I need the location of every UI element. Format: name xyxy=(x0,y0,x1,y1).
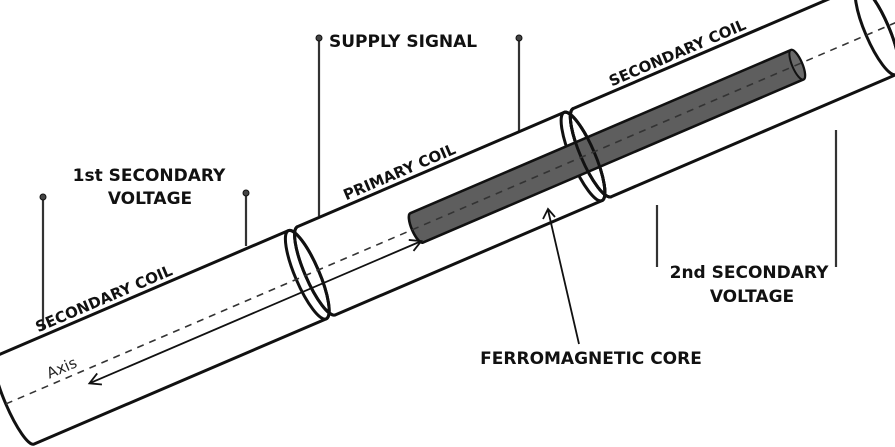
terminal-dot-supply-left xyxy=(315,34,323,42)
axis-arrow-left-shaft xyxy=(89,240,421,385)
second-secondary-voltage-label-line1: 2nd SECONDARY xyxy=(670,263,829,283)
primary-coil-label: PRIMARY COIL xyxy=(341,140,459,204)
first-secondary-voltage-label-line1: 1st SECONDARY xyxy=(73,166,226,186)
core-pointer-head xyxy=(542,207,556,220)
terminal-dot-supply-right xyxy=(515,34,523,42)
terminal-dot-first-secondary-right xyxy=(242,189,250,197)
second-secondary-voltage-label-line2: VOLTAGE xyxy=(710,287,794,307)
lead-wires xyxy=(39,34,838,330)
terminal-dot-first-secondary-left xyxy=(39,193,47,201)
axis-arrow-right-head xyxy=(408,239,423,252)
core-pointer xyxy=(542,207,580,345)
left-secondary-coil-label: SECONDARY COIL xyxy=(33,261,176,336)
first-secondary-voltage-label-line2: VOLTAGE xyxy=(108,189,192,209)
left-secondary-coil xyxy=(0,228,331,446)
axis-arrow-left-head xyxy=(87,372,103,386)
left-secondary-coil-body xyxy=(0,228,331,446)
supply-signal-label: SUPPLY SIGNAL xyxy=(329,32,477,52)
ferromagnetic-core-label: FERROMAGNETIC CORE xyxy=(480,349,702,369)
axis-arrows xyxy=(87,239,423,386)
axis-line xyxy=(5,21,895,405)
axis-label: Axis xyxy=(44,354,80,383)
core-pointer-line xyxy=(547,209,580,345)
